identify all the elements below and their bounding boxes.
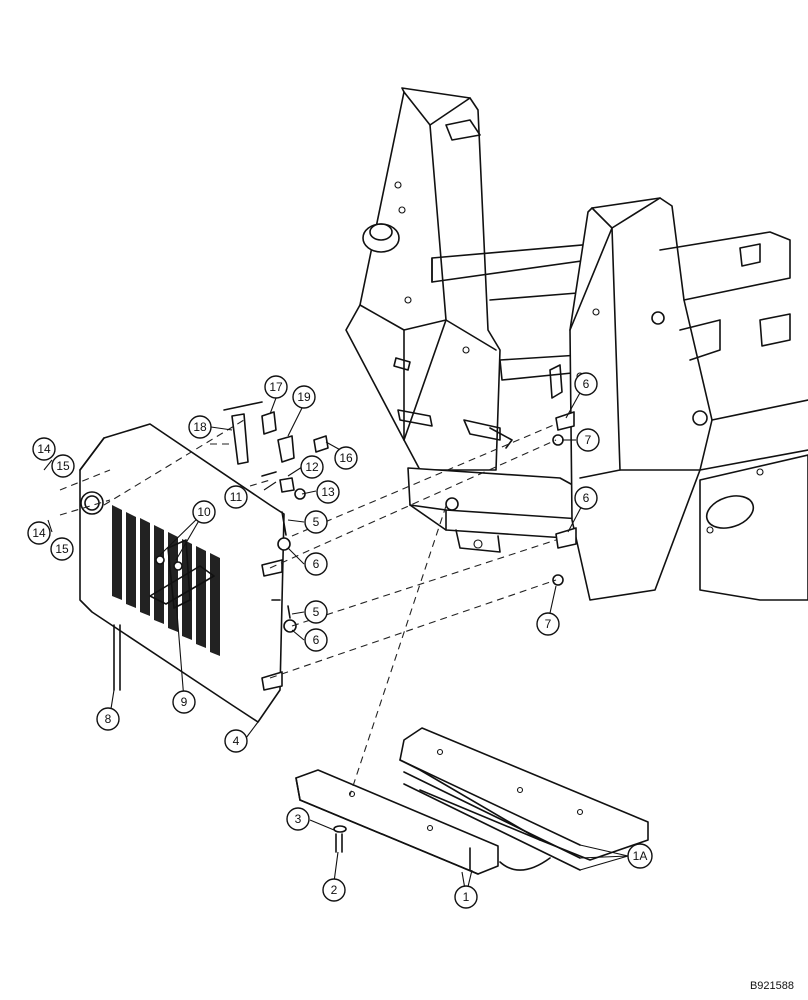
svg-text:17: 17 — [269, 380, 283, 394]
svg-text:19: 19 — [297, 390, 311, 404]
callout-16: 16 — [334, 446, 358, 470]
callout-11: 11 — [224, 485, 248, 509]
svg-text:2: 2 — [331, 883, 338, 897]
svg-text:14: 14 — [32, 526, 46, 540]
svg-text:7: 7 — [545, 617, 552, 631]
svg-text:15: 15 — [55, 542, 69, 556]
svg-text:14: 14 — [37, 442, 51, 456]
drawing-number: B921588 — [749, 980, 794, 992]
svg-text:6: 6 — [583, 491, 590, 505]
svg-text:13: 13 — [321, 485, 335, 499]
callout-12: 12 — [300, 455, 324, 479]
svg-text:4: 4 — [233, 734, 240, 748]
svg-text:16: 16 — [339, 451, 353, 465]
callout-6-frame-lower: 6 — [574, 486, 598, 510]
svg-text:6: 6 — [583, 377, 590, 391]
svg-text:6: 6 — [313, 633, 320, 647]
svg-text:8: 8 — [105, 712, 112, 726]
callout-6-door-upper: 6 — [304, 552, 328, 576]
callout-4: 4 — [224, 729, 248, 753]
svg-text:7: 7 — [585, 433, 592, 447]
svg-text:3: 3 — [295, 812, 302, 826]
callout-14-lower: 14 — [27, 521, 51, 545]
callout-1: 1 — [454, 885, 478, 909]
svg-text:15: 15 — [56, 459, 70, 473]
callout-6-frame-upper: 6 — [574, 372, 598, 396]
svg-text:12: 12 — [305, 460, 319, 474]
svg-text:1: 1 — [463, 890, 470, 904]
callout-19: 19 — [292, 385, 316, 409]
callout-6-door-lower: 6 — [304, 628, 328, 652]
frame-fasteners — [552, 411, 577, 586]
callout-1a: 1A — [627, 843, 653, 869]
callout-5-upper: 5 — [304, 510, 328, 534]
loader-frame — [345, 87, 808, 601]
svg-text:11: 11 — [230, 490, 243, 504]
svg-text:1A: 1A — [633, 849, 648, 863]
callout-7-upper: 7 — [576, 428, 600, 452]
callout-2: 2 — [322, 878, 346, 902]
callout-10: 10 — [192, 500, 216, 524]
alignment-lines — [59, 419, 557, 796]
callout-7-lower: 7 — [536, 612, 560, 636]
callout-17: 17 — [264, 375, 288, 399]
svg-text:6: 6 — [313, 557, 320, 571]
svg-text:10: 10 — [197, 505, 211, 519]
svg-text:18: 18 — [193, 420, 207, 434]
callout-14-upper: 14 — [32, 437, 56, 461]
callout-18: 18 — [188, 415, 212, 439]
svg-text:9: 9 — [181, 695, 188, 709]
callout-15-upper: 15 — [51, 454, 75, 478]
callout-9: 9 — [172, 690, 196, 714]
callout-8: 8 — [96, 707, 120, 731]
callout-3: 3 — [286, 807, 310, 831]
svg-text:5: 5 — [313, 515, 320, 529]
callout-5-lower: 5 — [304, 600, 328, 624]
callout-13: 13 — [316, 480, 340, 504]
callout-15-lower: 15 — [50, 537, 74, 561]
svg-text:5: 5 — [313, 605, 320, 619]
rear-step-pads — [295, 727, 649, 875]
latch-parts — [223, 401, 329, 633]
